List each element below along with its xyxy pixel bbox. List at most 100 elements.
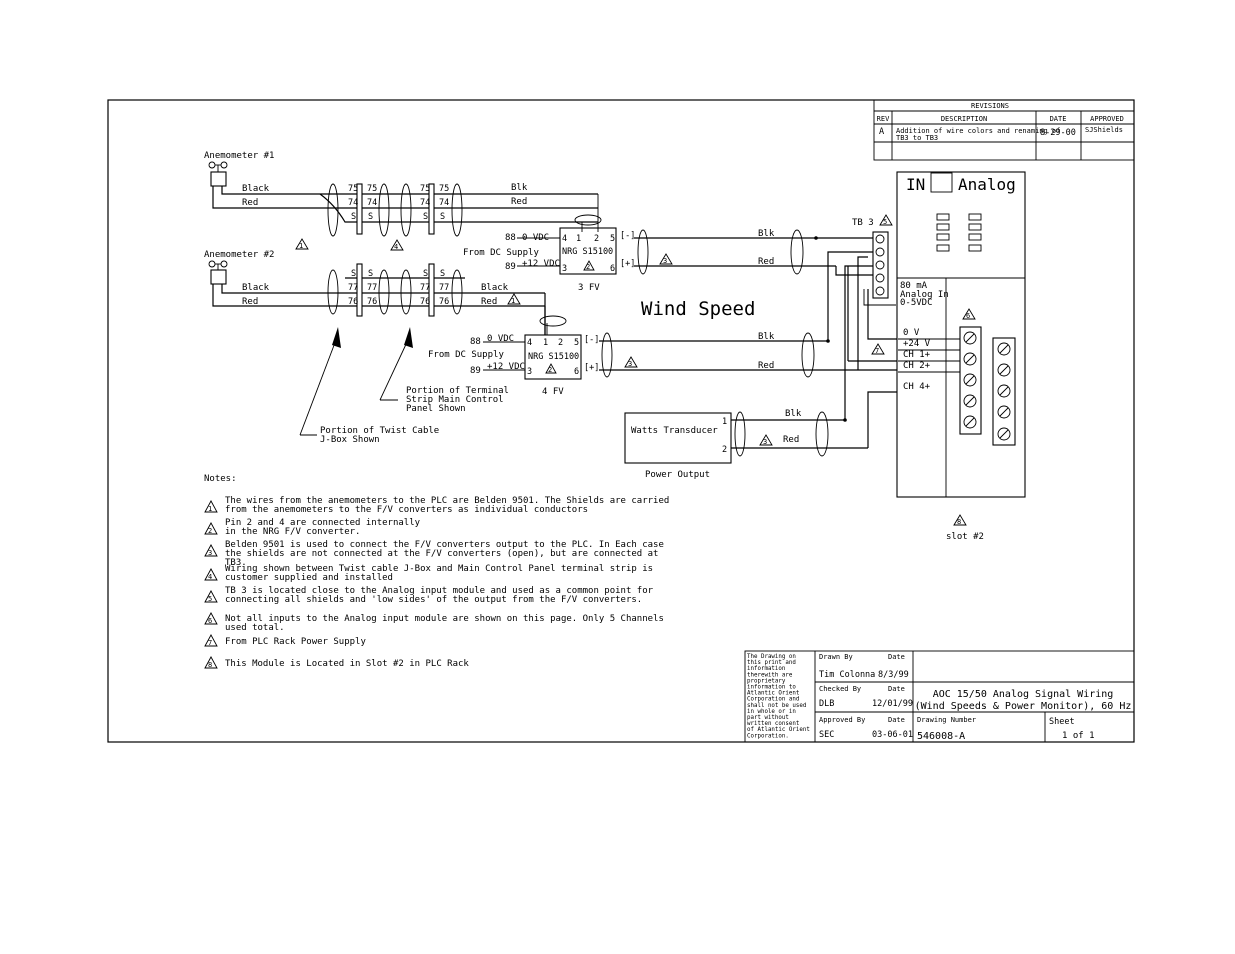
tb3-label: TB 3 [852,218,874,228]
analog-spec-2: Analog In [900,290,949,300]
converter-output-wires: Blk Red Blk Red [599,229,873,378]
callout-twist-2: J-Box Shown [320,435,380,445]
callout-term-2: Strip Main Control [406,395,504,405]
anemometer-1: Anemometer #1 Black Red [204,151,320,209]
proprietary-line: Atlantic Orient [747,691,799,697]
term-75-c: 75 [420,184,430,194]
approved-header: APPROVED [1090,115,1124,123]
note-6b: used total. [225,623,285,633]
approved-date-label: Date [888,716,905,724]
fv3-flag-2: 2 [586,263,590,271]
notes-title: Notes: [204,474,237,484]
pin-ch2: CH 2+ [903,361,931,371]
watts-blk: Blk [785,409,802,419]
callout-term-1: Portion of Terminal [406,386,509,396]
pin-0v: 0 V [903,328,920,338]
note-flag-7: 7 [208,639,212,647]
term-76-c: 76 [420,297,430,307]
callout-twist-1: Portion of Twist Cable [320,426,439,436]
analog-spec-3: 0-5VDC [900,298,933,308]
fv3-88: 88 [505,233,516,243]
drawing-title-2: (Wind Speeds & Power Monitor), 60 Hz [915,701,1132,712]
checked-date: 12/01/99 [872,699,913,709]
fv4-pin-6: 6 [574,367,579,377]
rev-date: 8-29-00 [1040,128,1076,138]
proprietary-line: of Atlantic Orient [747,727,810,733]
checked-by-label: Checked By [819,685,861,693]
note-8: This Module is Located in Slot #2 in PLC… [225,659,469,669]
sheet-label: Sheet [1049,717,1075,727]
proprietary-line: written consent [747,721,799,727]
analog-spec-1: 80 mA [900,281,928,291]
pin-24v: +24 V [903,339,931,349]
fv3-pin-2: 2 [594,234,599,244]
note-1a: The wires from the anemometers to the PL… [225,496,669,506]
slot-flag-8: 8 [957,518,961,526]
term-s-a: S [351,212,356,222]
term-76-b: 76 [367,297,377,307]
flag-1-a: 1 [299,242,303,250]
flag-3-a: 3 [663,257,667,265]
watts-caption: Power Output [645,470,710,480]
fv4-neg: [-] [584,335,599,345]
term-77-d: 77 [439,283,449,293]
upper-terminal-strips: 75 75 75 75 74 74 74 74 S S S S Blk Red [319,183,598,237]
fv3-model: NRG S15100 [562,247,613,257]
description-header: DESCRIPTION [941,115,987,123]
watts-pin1: 1 [722,417,727,427]
watts-red: Red [783,435,799,445]
proprietary-line: in whole or in [747,709,796,715]
callout-arrows: Portion of Terminal Strip Main Control P… [299,327,509,445]
fv4-89: 89 [470,366,481,376]
term-77-a: 77 [348,283,358,293]
pin-ch1: CH 1+ [903,350,931,360]
wind-speed-label: Wind Speed [641,298,755,320]
term-s-h: S [440,269,445,279]
fv4-pin-3: 3 [527,367,532,377]
fv3-supply: From DC Supply [463,248,539,258]
upper-blk-label: Blk [511,183,528,193]
tb3: TB 3 5 [852,214,893,299]
analog-module: IN Analog 80 mA Analog In 0-5VDC 0 V +24… [871,171,1026,542]
proprietary-line: part without [747,715,789,721]
fv3-pin-4: 4 [562,234,567,244]
fv4-label: 4 FV [542,387,564,397]
anemometer-2: Anemometer #2 Black Red [204,250,320,307]
sheet-value: 1 of 1 [1062,731,1095,741]
rev-header: REV [877,115,890,123]
flag-4-a: 4 [394,243,398,251]
fv4-pin-5: 5 [574,338,579,348]
fv4-out-blk: Blk [758,332,775,342]
note-flag-8: 8 [208,661,212,669]
fv4-pos: [+] [584,363,599,373]
approved-date: 03-06-01 [872,730,913,740]
a1-black-label: Black [242,184,270,194]
proprietary-line: this print and [747,660,796,666]
note-flag-2: 2 [208,527,212,535]
fv3-pos: [+] [620,259,635,269]
watts-label: Watts Transducer [631,426,718,436]
revisions-title: REVISIONS [971,102,1009,110]
anemometer-2-label: Anemometer #2 [204,250,274,260]
note-5b: connecting all shields and 'low sides' o… [225,595,642,605]
fv4-12vdc: +12 VDC [487,362,525,372]
fv3-neg: [-] [620,231,635,241]
term-s-b: S [368,212,373,222]
note-3b: the shields are not connected at the F/V… [225,549,658,559]
proprietary-line: information to [747,685,796,691]
note-7: From PLC Rack Power Supply [225,637,366,647]
note-flag-3: 3 [208,549,212,557]
proprietary-line: information [747,666,785,672]
tb3-wiring [827,251,960,448]
term-77-b: 77 [367,283,377,293]
lower-black-label: Black [481,283,509,293]
term-77-c: 77 [420,283,430,293]
upper-red-label: Red [511,197,527,207]
analog-label: Analog [958,175,1016,194]
fv4-0vdc: 0 VDC [487,334,514,344]
proprietary-line: Corporation and [747,697,799,703]
fv3-89: 89 [505,262,516,272]
